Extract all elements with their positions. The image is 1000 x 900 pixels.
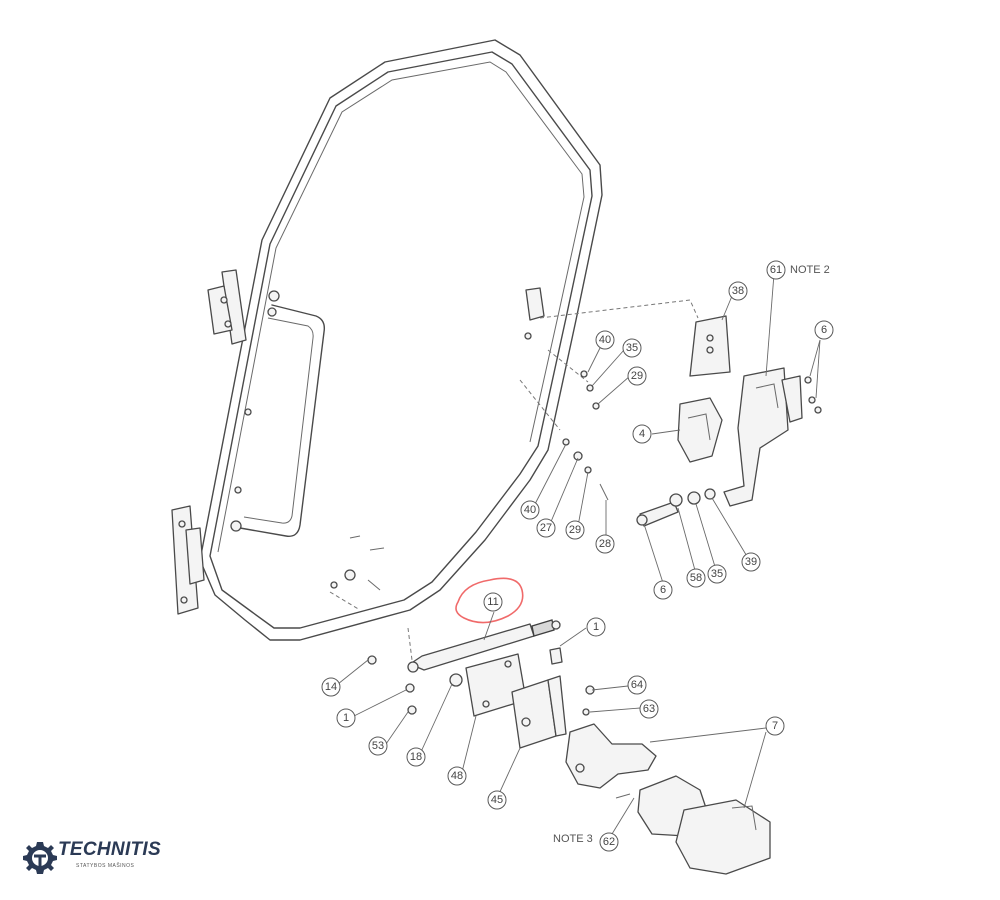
callout-c12: 62 — [599, 832, 619, 852]
callout-circle — [814, 320, 834, 340]
callout-c19: 40 — [520, 500, 540, 520]
company-logo: TECHNITIS STATYBOS MAŠINOS — [20, 836, 161, 880]
callout-number: 28 — [599, 538, 611, 550]
callout-number: 29 — [569, 524, 581, 536]
callout-circle — [653, 580, 673, 600]
callout-number: 38 — [732, 285, 744, 297]
callout-number: 1 — [343, 712, 349, 724]
callout-number: 48 — [451, 770, 463, 782]
callout-c3: 14 — [321, 677, 341, 697]
callout-circle — [595, 534, 615, 554]
callout-c26: 39 — [741, 552, 761, 572]
logo-tagline: STATYBOS MAŠINOS — [76, 863, 135, 869]
callout-c7: 48 — [447, 766, 467, 786]
callout-number: 45 — [491, 794, 503, 806]
callout-circle — [483, 592, 503, 612]
callout-number: 61 — [770, 264, 782, 276]
callout-c22: 28 — [595, 534, 615, 554]
callout-number: 35 — [711, 568, 723, 580]
callout-circle — [632, 424, 652, 444]
callout-circle — [766, 260, 786, 280]
callout-number: 1 — [593, 621, 599, 633]
callout-c20: 27 — [536, 518, 556, 538]
callout-circle — [595, 330, 615, 350]
callout-c11: 7 — [765, 716, 785, 736]
assembly-lines — [329, 299, 699, 661]
callout-circle — [599, 832, 619, 852]
gas-strut — [407, 619, 563, 673]
logo-wordmark: TECHNITIS — [58, 839, 161, 860]
callout-number: 11 — [487, 596, 498, 608]
callout-number: 7 — [772, 720, 778, 732]
callout-number: 39 — [745, 556, 757, 568]
callout-circle — [487, 790, 507, 810]
striker-bracket — [689, 315, 822, 507]
callout-circle — [741, 552, 761, 572]
callout-c8: 45 — [487, 790, 507, 810]
callout-number: 53 — [372, 740, 384, 752]
callout-circle — [336, 708, 356, 728]
callout-number: 64 — [631, 679, 643, 691]
mounting-plates — [449, 653, 567, 749]
callout-circle — [728, 281, 748, 301]
callout-c16: 35 — [622, 338, 642, 358]
leader-lines — [337, 273, 821, 835]
callout-circle — [622, 338, 642, 358]
callout-circle — [686, 568, 706, 588]
callout-number: 35 — [626, 342, 638, 354]
callout-number: 40 — [524, 504, 536, 516]
callout-c1: 11 — [483, 592, 503, 612]
gear-icon — [23, 842, 57, 874]
note-2-label: NOTE 2 — [790, 264, 830, 276]
callout-number: 14 — [325, 681, 337, 693]
lock-assembly — [565, 685, 771, 875]
callout-number: 27 — [540, 522, 552, 534]
callout-c18: 4 — [632, 424, 652, 444]
callout-c14: 61 — [766, 260, 786, 280]
latch-hardware — [367, 370, 723, 715]
callout-c23: 6 — [653, 580, 673, 600]
callout-c21: 29 — [565, 520, 585, 540]
callout-c9: 64 — [627, 675, 647, 695]
callout-number: 6 — [821, 324, 827, 336]
callout-circle — [321, 677, 341, 697]
callout-c4: 1 — [336, 708, 356, 728]
callout-c5: 53 — [368, 736, 388, 756]
callout-number: 18 — [410, 751, 422, 763]
callout-c24: 58 — [686, 568, 706, 588]
door-frame — [171, 39, 603, 641]
callout-number: 63 — [643, 703, 655, 715]
callout-c10: 63 — [639, 699, 659, 719]
callout-circle — [447, 766, 467, 786]
callout-c15: 40 — [595, 330, 615, 350]
callout-circle — [586, 617, 606, 637]
callout-number: 62 — [603, 836, 615, 848]
callout-number: 40 — [599, 334, 611, 346]
callout-circle — [368, 736, 388, 756]
callout-number: 29 — [631, 370, 643, 382]
callout-c13: 38 — [728, 281, 748, 301]
callout-c25: 35 — [707, 564, 727, 584]
callout-circle — [406, 747, 426, 767]
callout-circle — [765, 716, 785, 736]
callout-number: 4 — [639, 428, 645, 440]
callout-circle — [536, 518, 556, 538]
callout-circle — [565, 520, 585, 540]
callout-circle — [627, 366, 647, 386]
callout-c17: 29 — [627, 366, 647, 386]
callout-c2: 1 — [586, 617, 606, 637]
callout-circle — [707, 564, 727, 584]
highlight-loop — [455, 577, 524, 624]
callout-circle — [627, 675, 647, 695]
callout-number: 58 — [690, 572, 702, 584]
callout-c27: 6 — [814, 320, 834, 340]
callout-circle — [520, 500, 540, 520]
callout-number: 6 — [660, 584, 666, 596]
callout-c6: 18 — [406, 747, 426, 767]
callout-circle — [639, 699, 659, 719]
note-3-label: NOTE 3 — [553, 833, 593, 845]
